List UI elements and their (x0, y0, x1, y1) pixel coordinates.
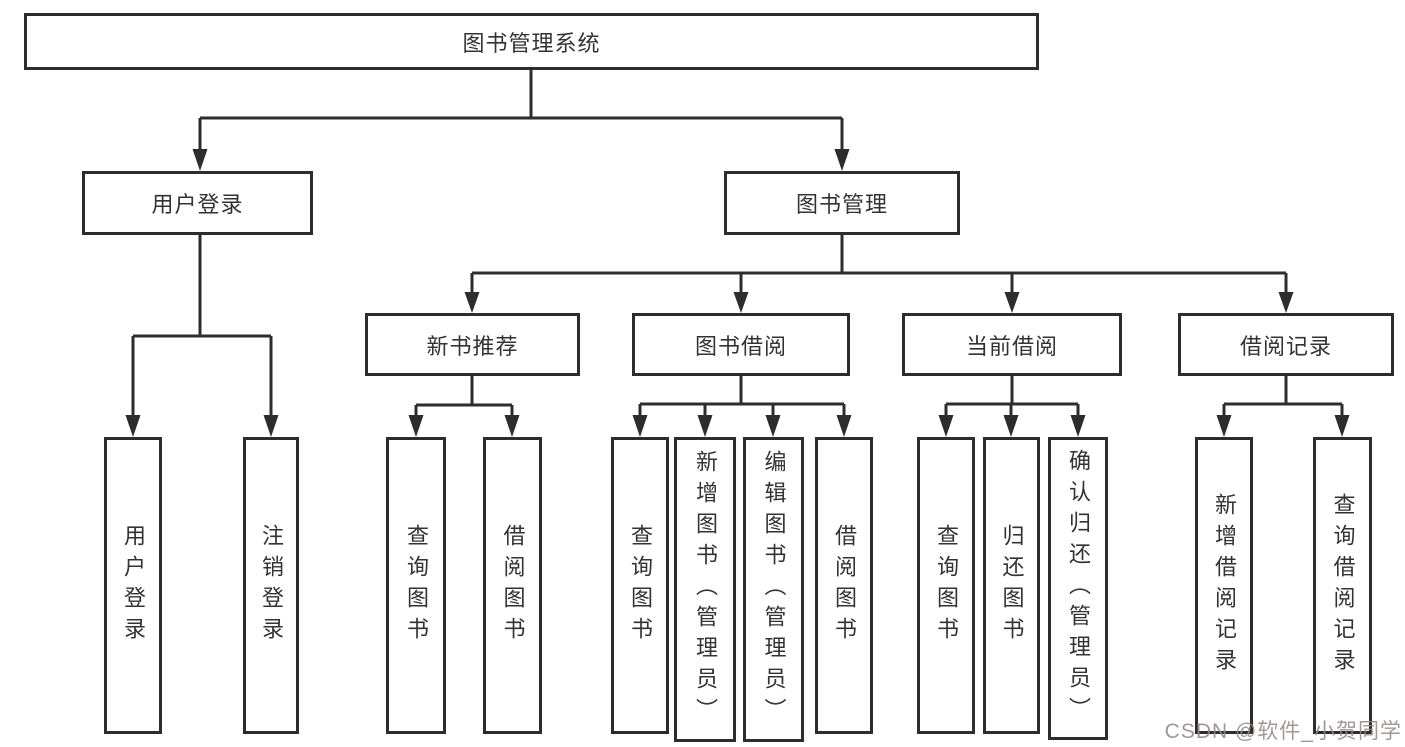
node-leaf-logout: 注销登录 (243, 437, 299, 734)
node-leaf-query-books-recommend: 查询图书 (386, 437, 446, 734)
leaf-label: 查询图书 (628, 523, 653, 648)
node-leaf-add-borrow-record: 新增借阅记录 (1195, 437, 1253, 734)
node-leaf-query-borrow-record: 查询借阅记录 (1313, 437, 1372, 734)
leaf-label: 查询图书 (404, 523, 429, 648)
csdn-watermark: CSDN @软件_小贺同学 (1164, 720, 1402, 743)
node-leaf-return-books: 归还图书 (983, 437, 1040, 734)
leaf-label: 注销登录 (259, 523, 284, 648)
leaf-label: 借阅图书 (500, 523, 526, 648)
leaf-label: 借阅图书 (832, 523, 857, 648)
node-root-library-system: 图书管理系统 (24, 13, 1039, 70)
node-leaf-query-books-borrowing: 查询图书 (611, 437, 669, 734)
node-new-book-recommend: 新书推荐 (365, 313, 580, 376)
node-leaf-add-book-admin: 新增图书（管理员） (674, 437, 736, 742)
node-leaf-borrow-books-borrowing: 借阅图书 (815, 437, 873, 734)
node-leaf-borrow-books-recommend: 借阅图书 (483, 437, 542, 734)
node-leaf-edit-book-admin: 编辑图书（管理员） (743, 437, 804, 742)
node-leaf-confirm-return-admin: 确认归还（管理员） (1048, 437, 1108, 740)
leaf-label: 用户登录 (121, 523, 146, 648)
node-current-borrowing: 当前借阅 (902, 313, 1122, 376)
leaf-label: 新增图书（管理员） (693, 450, 718, 729)
node-leaf-user-login: 用户登录 (104, 437, 162, 734)
leaf-label: 新增借阅记录 (1212, 492, 1237, 679)
node-book-management: 图书管理 (724, 171, 960, 235)
leaf-label: 编辑图书（管理员） (761, 450, 787, 729)
leaf-label: 归还图书 (999, 523, 1025, 648)
node-user-login: 用户登录 (82, 171, 313, 235)
leaf-label: 确认归还（管理员） (1066, 449, 1091, 728)
leaf-label: 查询借阅记录 (1330, 492, 1356, 679)
node-book-borrowing: 图书借阅 (632, 313, 850, 376)
node-borrowing-records: 借阅记录 (1178, 313, 1394, 376)
node-leaf-query-books-current: 查询图书 (917, 437, 975, 734)
leaf-label: 查询图书 (934, 523, 959, 648)
